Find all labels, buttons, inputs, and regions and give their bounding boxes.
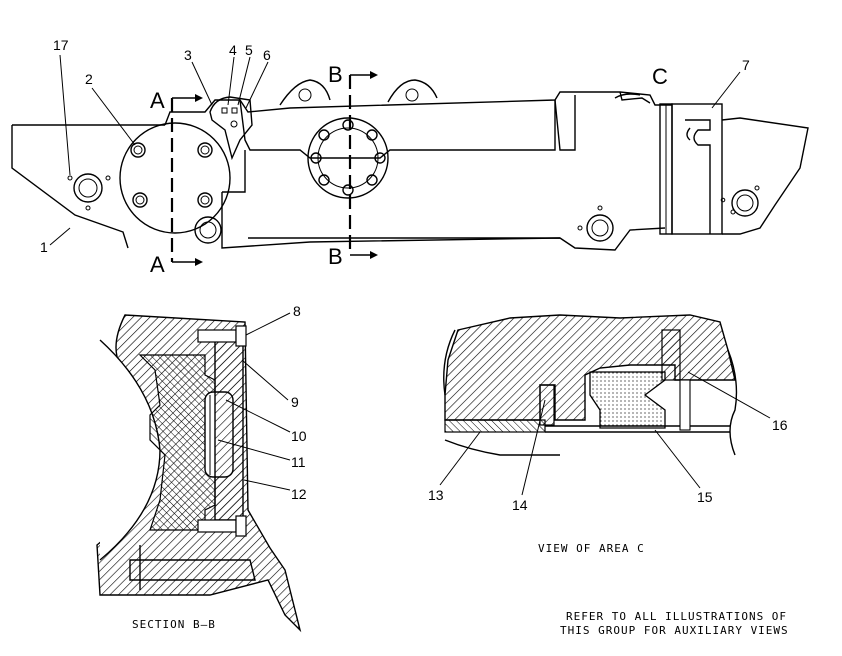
caption-refer-line1: REFER TO ALL ILLUSTRATIONS OF [566, 610, 787, 623]
main-view [11, 54, 809, 266]
section-markers: A A B B C [150, 62, 668, 277]
callout-7: 7 [742, 57, 750, 73]
callout-16: 16 [772, 417, 788, 433]
callout-3: 3 [184, 47, 192, 63]
callout-13: 13 [428, 487, 444, 503]
caption-view-area-c: VIEW OF AREA C [538, 542, 645, 555]
callout-6: 6 [263, 47, 271, 63]
section-marker-b-top: B [328, 62, 343, 87]
section-marker-c: C [652, 64, 668, 89]
callout-12: 12 [291, 486, 307, 502]
callout-8: 8 [293, 303, 301, 319]
caption-refer-line2: THIS GROUP FOR AUXILIARY VIEWS [560, 624, 789, 637]
callout-5: 5 [245, 42, 253, 58]
section-b-b-view [96, 312, 302, 633]
bolt-circle [310, 119, 386, 196]
section-marker-a-bottom: A [150, 252, 165, 277]
callout-14: 14 [512, 497, 528, 513]
section-marker-a-top: A [150, 88, 165, 113]
callout-15: 15 [697, 489, 713, 505]
callout-10: 10 [291, 428, 307, 444]
callout-9: 9 [291, 394, 299, 410]
view-area-c [439, 314, 771, 496]
callout-2: 2 [85, 71, 93, 87]
callout-1: 1 [40, 239, 48, 255]
callout-labels: 17 2 1 3 4 5 6 7 8 9 10 11 12 13 14 15 1… [40, 37, 788, 513]
callout-11: 11 [291, 454, 306, 470]
caption-section-bb: SECTION B–B [132, 618, 216, 631]
callout-17: 17 [53, 37, 69, 53]
section-marker-b-bottom: B [328, 244, 343, 269]
callout-4: 4 [229, 42, 237, 58]
captions: SECTION B–B VIEW OF AREA C REFER TO ALL … [132, 542, 789, 637]
